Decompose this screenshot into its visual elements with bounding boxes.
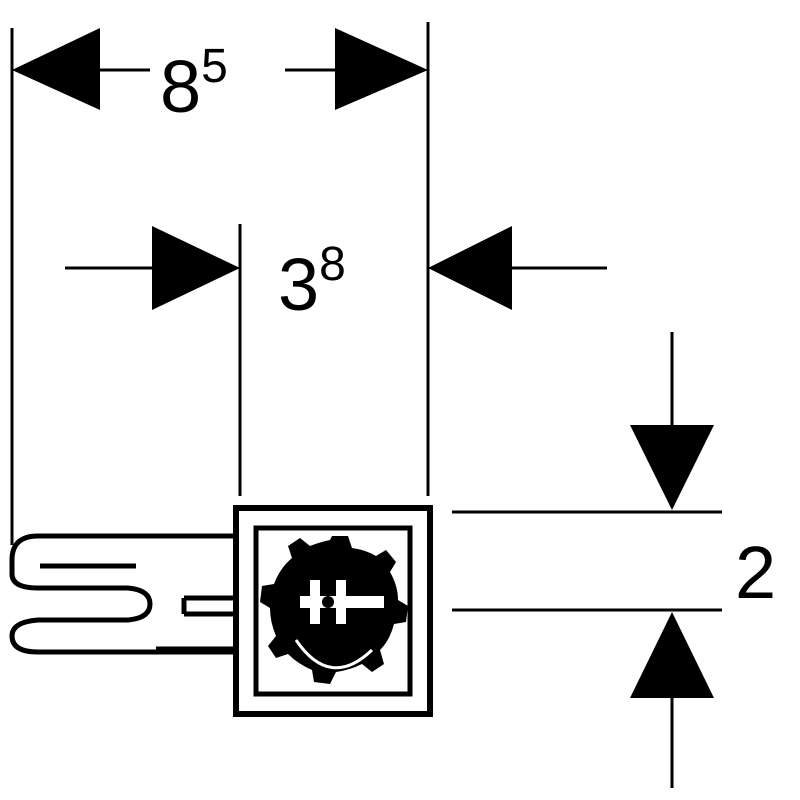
dimension-overall-sup: 5: [201, 40, 228, 93]
knob-icon: [260, 536, 408, 684]
dimension-label-overall: 85: [160, 40, 228, 128]
dimension-height-base: 2: [735, 531, 776, 614]
dimension-arrow-icon: [335, 28, 428, 110]
dimension-arrow-icon: [152, 226, 240, 310]
dimension-label-height: 2: [735, 531, 776, 614]
dimension-inner-base: 3: [278, 243, 319, 326]
housing-part: [233, 505, 433, 717]
dimension-label-inner: 38: [278, 238, 346, 326]
dimension-arrow-icon: [630, 425, 714, 510]
dimension-overall-base: 8: [160, 45, 201, 128]
dimension-arrow-icon: [428, 226, 512, 310]
clip-part: [9, 533, 236, 655]
dimension-arrow-icon: [12, 28, 100, 110]
dimension-inner-sup: 8: [319, 238, 346, 291]
dimension-arrow-icon: [630, 612, 714, 698]
